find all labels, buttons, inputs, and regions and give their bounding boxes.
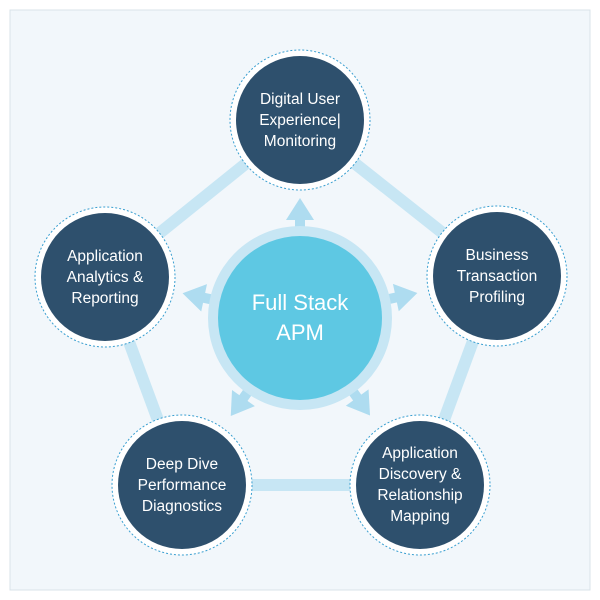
node-label-deep-dive: Deep Dive Performance Diagnostics [137,455,227,515]
center-circle [208,226,392,410]
node-fill-deep-dive [118,421,246,549]
node-business-transaction [426,205,568,347]
node-label-application-analytics: Application Analytics & Reporting [66,247,144,307]
node-label-application-discovery: Application Discovery & Relationship Map… [377,445,463,525]
node-label-business-transaction: Business Transaction Profiling [456,246,538,306]
node-circles [34,49,568,556]
node-label-digital-user-experience: Digital User Experience| Monitoring [259,90,341,150]
node-fill-business-transaction [433,212,561,340]
node-deep-dive [111,414,253,556]
node-fill-digital-user-experience [236,56,364,184]
node-digital-user-experience [229,49,371,191]
node-fill-application-analytics [41,213,169,341]
node-fill-application-discovery [356,421,484,549]
node-application-analytics [34,206,176,348]
center-core [218,236,382,400]
node-application-discovery [349,414,491,556]
center-label: Full Stack APM [251,290,349,345]
